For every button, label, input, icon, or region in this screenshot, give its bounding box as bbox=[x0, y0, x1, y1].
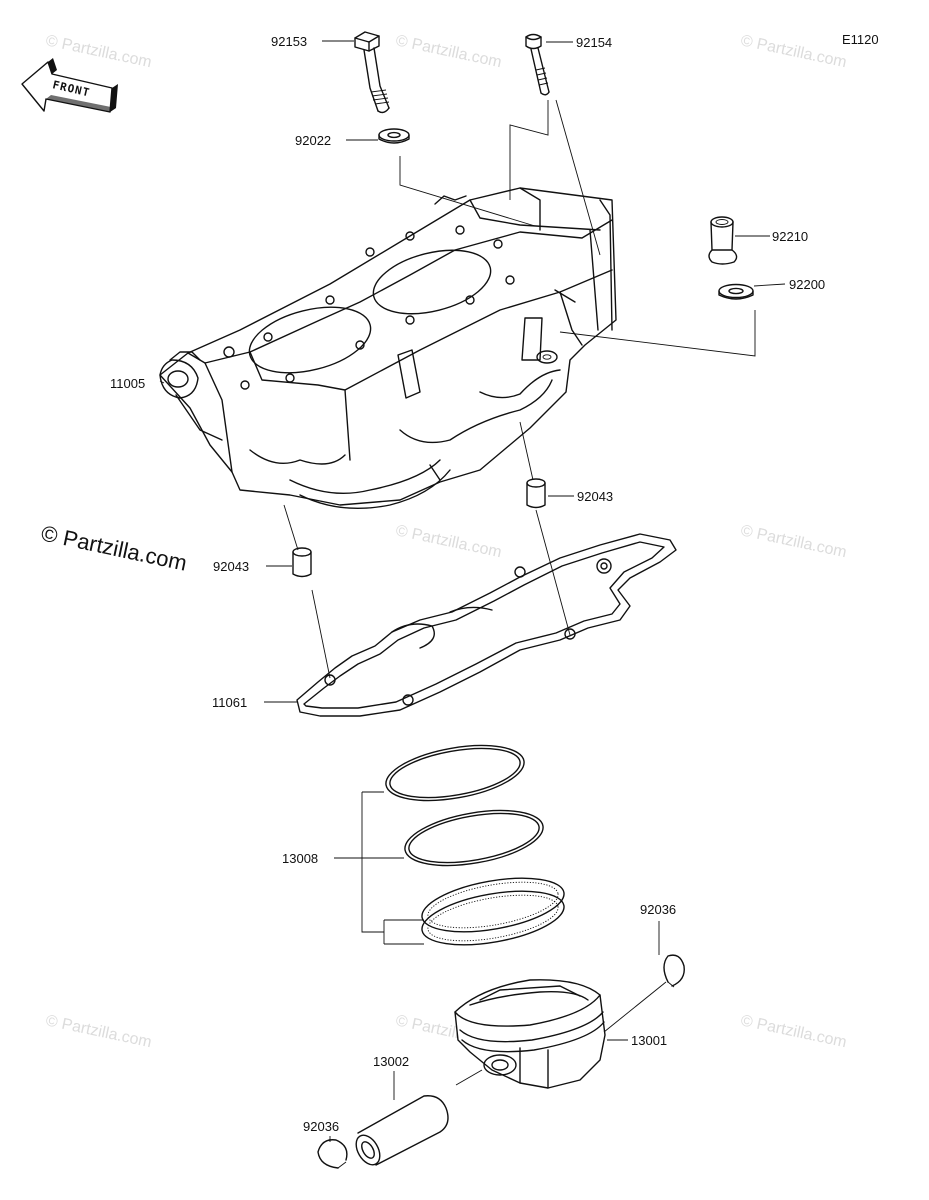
part-label-92043-lower[interactable]: 92043 bbox=[213, 559, 249, 574]
watermark: © Partzilla.com bbox=[739, 522, 848, 561]
circlip-92036-right bbox=[663, 954, 685, 988]
part-label-13008[interactable]: 13008 bbox=[282, 851, 318, 866]
piston-pin-13002 bbox=[355, 1095, 449, 1166]
leader-lines bbox=[159, 40, 786, 1142]
cylinder-block-11005 bbox=[159, 187, 617, 509]
part-label-11005[interactable]: 11005 bbox=[110, 376, 145, 391]
watermark: © Partzilla.com bbox=[44, 1012, 153, 1051]
copyright-brand: © Partzilla.com bbox=[39, 520, 189, 575]
washer-92022 bbox=[378, 128, 410, 144]
dowel-pin-92043-lower bbox=[292, 547, 312, 578]
part-label-11061[interactable]: 11061 bbox=[212, 695, 247, 710]
bolt-92154 bbox=[525, 33, 550, 96]
circlip-92036-left bbox=[317, 1139, 348, 1169]
part-label-13001[interactable]: 13001 bbox=[631, 1033, 667, 1048]
watermark: © Partzilla.com bbox=[739, 1012, 848, 1051]
dowel-pin-92043-upper bbox=[526, 478, 546, 509]
washer-92200 bbox=[718, 283, 754, 300]
watermark: © Partzilla.com bbox=[44, 32, 153, 71]
piston-13001 bbox=[454, 979, 606, 1089]
part-label-92036-left[interactable]: 92036 bbox=[303, 1119, 339, 1134]
part-labels: 92153 92154 92022 92210 92200 11005 9204… bbox=[110, 34, 825, 1134]
part-label-92200[interactable]: 92200 bbox=[789, 277, 825, 292]
watermark: © Partzilla.com bbox=[739, 32, 848, 71]
part-label-92153[interactable]: 92153 bbox=[271, 34, 307, 49]
bolt-92153 bbox=[354, 31, 390, 114]
gasket-11061 bbox=[296, 533, 677, 717]
collar-92210 bbox=[708, 216, 738, 265]
piston-rings-13008 bbox=[385, 744, 565, 946]
watermark: © Partzilla.com bbox=[394, 522, 503, 561]
watermark: © Partzilla.com bbox=[394, 32, 503, 71]
part-label-92043-upper[interactable]: 92043 bbox=[577, 489, 613, 504]
part-label-92022[interactable]: 92022 bbox=[295, 133, 331, 148]
part-label-92210[interactable]: 92210 bbox=[772, 229, 808, 244]
part-label-13002[interactable]: 13002 bbox=[373, 1054, 409, 1069]
part-label-92036-right[interactable]: 92036 bbox=[640, 902, 676, 917]
front-arrow-icon: FRONT bbox=[21, 58, 118, 113]
diagram-code: E1120 bbox=[842, 32, 879, 47]
part-label-92154[interactable]: 92154 bbox=[576, 35, 612, 50]
